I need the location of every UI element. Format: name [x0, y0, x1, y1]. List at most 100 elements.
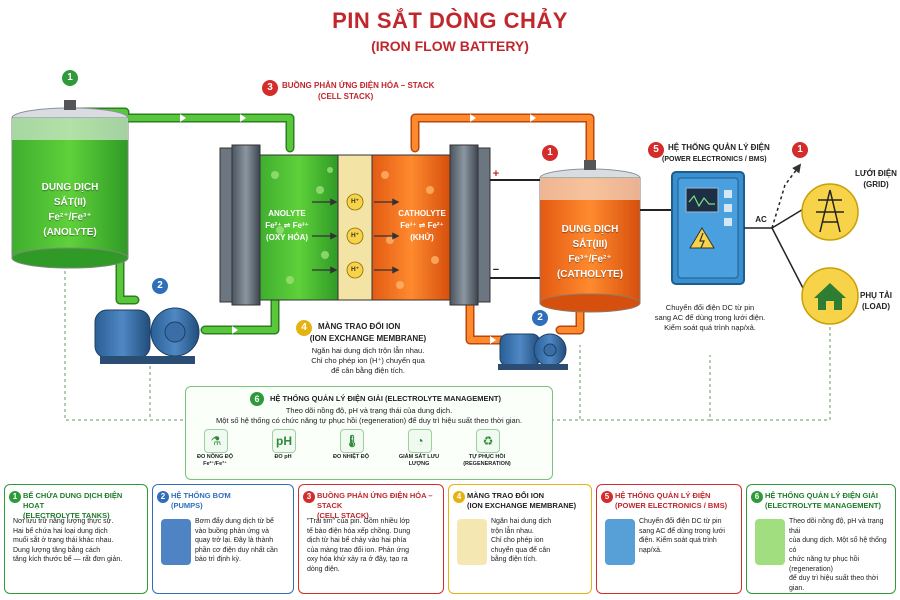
card-title-line2: (ION EXCHANGE MEMBRANE): [467, 501, 577, 510]
power-subtitle: (POWER ELECTRONICS / BMS): [662, 156, 767, 163]
card-title-line1: BUỒNG PHẢN ỨNG ĐIỆN HÓA – STACK: [317, 491, 433, 510]
card-description-line: của màng trao đổi ion. Phản ứng: [307, 546, 409, 554]
catholyte-line2: SẮT(III): [572, 239, 608, 250]
card-title-line1: HỆ THỐNG BƠM: [171, 491, 231, 500]
load-line1: PHỤ TẢI: [860, 291, 892, 300]
catholyte-tank-label: DUNG DỊCH SẮT(III) Fe³⁺/Fe²⁺ (CATHOLYTE): [542, 222, 638, 282]
card-description: "Trái tim" của pin. Gồm nhiều lớp tế bào …: [307, 517, 439, 574]
electrical-leads: [490, 179, 672, 279]
anolyte-compartment-label: ANOLYTE Fe²⁺ ⇌ Fe³⁺ (OXY HÓA): [262, 208, 312, 244]
anolyte-line3: Fe²⁺/Fe³⁺: [48, 212, 92, 223]
grid-line1: LƯỚI ĐIỆN: [855, 169, 897, 178]
stack-title: BUỒNG PHẢN ỨNG ĐIỆN HÓA – STACK: [282, 81, 435, 90]
ems-dashed-lines: [64, 265, 831, 421]
membrane-badge: 4: [296, 320, 312, 336]
flowmeter-icon: ◔: [408, 429, 432, 453]
ems-badge: 6: [250, 392, 264, 406]
membrane-desc: Ngăn hai dung dịch trộn lẫn nhau. Chỉ ch…: [268, 346, 468, 376]
card-title-line2: (ELECTROLYTE TANKS): [23, 511, 110, 520]
card-description-line: "Trái tim" của pin. Gồm nhiều lớp: [307, 518, 410, 525]
grid-badge: 1: [792, 142, 808, 158]
pump-right-graphic: [498, 333, 568, 370]
ac-lines: [744, 163, 806, 293]
card-title-line2: (PUMPS): [171, 501, 203, 510]
page-subtitle: (IRON FLOW BATTERY): [371, 38, 529, 54]
catholyte-compartment-label: CATHOLYTE Fe³⁺ ⇌ Fe²⁺ (KHỬ): [396, 208, 448, 244]
pump-left-badge: 2: [152, 278, 168, 294]
card-description-line: Bơm đẩy dung dịch từ bể: [195, 518, 274, 525]
card-description-line: nạp/xả.: [639, 546, 662, 554]
catholyte-line1: DUNG DỊCH: [561, 224, 619, 235]
membrane-title: MÀNG TRAO ĐỔI ION: [318, 322, 401, 331]
card-description-line: muối sắt ở trạng thái khác nhau.: [13, 537, 114, 544]
card-description-line: Chuyển đổi điện DC từ pin: [639, 518, 722, 525]
card-badge: 1: [9, 491, 21, 503]
ems-title: HỆ THỐNG QUẢN LÝ ĐIỆN GIẢI (ELECTROLYTE …: [270, 394, 501, 403]
card-description-line: của dung dịch. Một số hệ thống có: [789, 537, 887, 554]
card-badge: 5: [601, 491, 613, 503]
card-description-line: điện. Kiểm soát quá trình: [639, 537, 717, 544]
grid-line2: (GRID): [863, 180, 889, 189]
power-desc: Chuyển đổi điện DC từ pin sang AC để dùn…: [630, 303, 790, 333]
load-home-icon: [801, 267, 859, 325]
ac-label: AC: [755, 215, 767, 224]
card-description: Nơi lưu trữ năng lượng thực sự.Hai bể ch…: [13, 517, 143, 565]
card-description-line: tế bào điện hóa xếp chồng. Dung: [307, 527, 411, 535]
card-description-line: dòng điện.: [307, 565, 340, 573]
anolyte-name: ANOLYTE: [268, 209, 306, 218]
card-title: MÀNG TRAO ĐỔI ION(ION EXCHANGE MEMBRANE): [467, 491, 589, 511]
card-title: HỆ THỐNG QUẢN LÝ ĐIỆN GIẢI(ELECTROLYTE M…: [765, 491, 893, 511]
card-description-line: bảo trì định kỳ.: [195, 556, 241, 563]
load-line2: (LOAD): [862, 302, 890, 311]
ems-item-label-line2: (REGENERATION): [463, 461, 511, 467]
power-badge: 5: [648, 142, 664, 158]
card-description-line: Chỉ cho phép ion: [491, 537, 544, 544]
catholyte-reaction: Fe³⁺ ⇌ Fe²⁺: [400, 221, 444, 230]
anolyte-line4: (ANOLYTE): [43, 227, 97, 238]
card-description-line: Ngăn hai dung dịch: [491, 518, 552, 525]
anolyte-reaction: Fe²⁺ ⇌ Fe³⁺: [265, 221, 309, 230]
grid-label: LƯỚI ĐIỆN (GRID): [852, 168, 900, 190]
proton-label-3: H⁺: [350, 266, 360, 273]
card-description-line: dịch từ hai bể chảy vào hai phía: [307, 537, 407, 544]
ems-item-label-line2: Fe²⁺/Fe³⁺: [203, 461, 227, 467]
ems-item-label: TỰ PHỤC HỒI(REGENERATION): [459, 454, 515, 468]
proton-label-2: H⁺: [350, 232, 360, 239]
page-title: PIN SẮT DÒNG CHẢY: [332, 8, 568, 33]
membrane-desc1: Ngăn hai dung dịch trộn lẫn nhau.: [311, 346, 425, 355]
anolyte-line2: SẮT(II): [53, 197, 87, 208]
ems-item-label: ĐO NHIỆT ĐỘ: [323, 454, 379, 461]
catholyte-note: (KHỬ): [410, 233, 434, 242]
card-description-line: oxy hóa khử xảy ra ở đây, tạo ra: [307, 556, 408, 563]
card-title-line1: HỆ THỐNG QUẢN LÝ ĐIỆN GIẢI: [765, 491, 878, 500]
grid-icon: [801, 183, 859, 241]
ems-item-label-line1: GIÁM SÁT LƯU LƯỢNG: [398, 454, 440, 467]
power-desc1: Chuyển đổi điện DC từ pin: [665, 303, 755, 312]
card-description-line: Nơi lưu trữ năng lượng thực sự.: [13, 518, 114, 525]
card-thumbnail-icon: [457, 519, 487, 565]
power-desc3: Kiểm soát quá trình nạp/xả.: [664, 323, 756, 332]
card-title: BỂ CHỨA DUNG DỊCH ĐIỆN HOẠT(ELECTROLYTE …: [23, 491, 145, 521]
catholyte-pipes: [410, 113, 595, 345]
ems-item-label-line1: TỰ PHỤC HỒI: [468, 454, 506, 460]
card-description-line: chức năng tự phục hồi (regeneration): [789, 556, 860, 573]
card-title-line2: (POWER ELECTRONICS / BMS): [615, 501, 728, 510]
membrane-desc2: Chỉ cho phép ion (H⁺) chuyển qua: [311, 356, 425, 365]
card-title-line2: (ELECTROLYTE MANAGEMENT): [765, 501, 881, 510]
ems-item-label-line1: ĐO NỒNG ĐỘ: [196, 454, 234, 460]
card-title-line1: MÀNG TRAO ĐỔI ION: [467, 491, 545, 500]
card-title: HỆ THỐNG BƠM(PUMPS): [171, 491, 291, 511]
card-description-line: vào buồng phản ứng và: [195, 527, 269, 535]
card-description-line: để duy trì hiệu suất theo thời gian.: [789, 575, 879, 592]
catholyte-line4: (CATHOLYTE): [556, 269, 624, 280]
ph-icon: pH: [272, 429, 296, 453]
catholyte-line3: Fe³⁺/Fe²⁺: [568, 254, 612, 265]
